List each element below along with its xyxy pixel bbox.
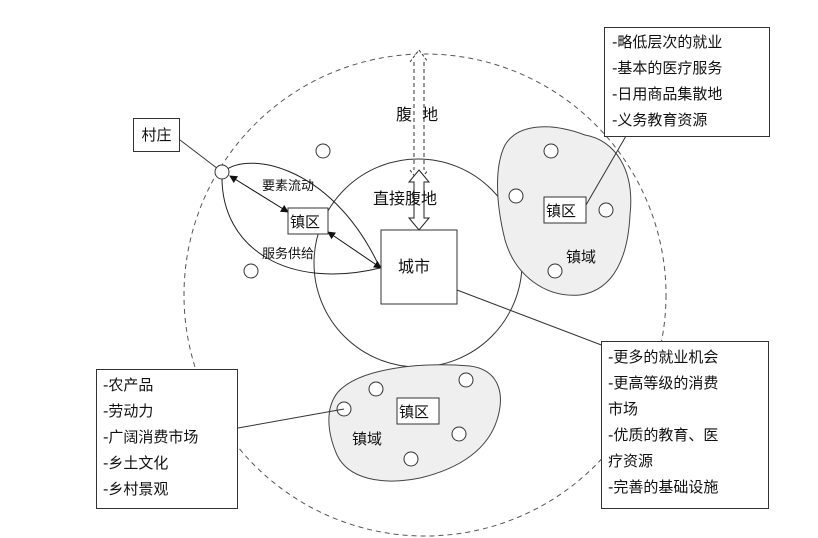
- settlement-point: [451, 426, 467, 442]
- city-function-item: -更多的就业机会: [608, 348, 719, 366]
- village-function-item: -乡土文化: [103, 454, 169, 472]
- city-label: 城市: [398, 257, 430, 276]
- town-center-bottom-label: 镇区: [399, 403, 429, 421]
- city-function-item: 市场: [608, 400, 639, 418]
- village-functions-callout: -农产品 -劳动力 -广阔消费市场 -乡土文化 -乡村景观: [96, 369, 238, 509]
- city-function-item: -完善的基础设施: [608, 478, 719, 496]
- village-connector: [179, 139, 223, 173]
- city-functions-callout: -更多的就业机会 -更高等级的消费 市场 -优质的教育、医 疗资源 -完善的基础…: [601, 341, 769, 509]
- flow-envelope-lower: [221, 173, 381, 275]
- village-function-item: -乡村景观: [103, 480, 169, 498]
- city-function-item: 疗资源: [608, 452, 654, 470]
- factor-flow-label: 要素流动: [262, 179, 314, 194]
- settlement-point: [315, 143, 331, 159]
- city-function-item: -优质的教育、医: [608, 426, 719, 444]
- settlement-point: [403, 451, 419, 467]
- village-functions-leader: [237, 408, 345, 429]
- settlement-point: [458, 372, 474, 388]
- settlement-point: [543, 143, 559, 159]
- town-center-right-box: [543, 196, 587, 224]
- town-function-item: -基本的医疗服务: [612, 59, 723, 77]
- town-function-item: -日用商品集散地: [612, 85, 723, 103]
- town-center-label: 镇区: [290, 213, 320, 231]
- hinterland-boundary: [183, 53, 667, 537]
- town-center-right-label: 镇区: [546, 202, 576, 220]
- town-domain-right-label: 镇域: [566, 248, 596, 266]
- town-function-item: -义务教育资源: [612, 111, 708, 129]
- settlement-point: [508, 188, 524, 204]
- settlement-point: [243, 263, 259, 279]
- hinterland-label: 腹 地: [396, 105, 438, 124]
- town-function-item: -略低层次的就业: [612, 33, 723, 51]
- service-supply-label: 服务供给: [262, 246, 314, 262]
- village-box: 村庄: [133, 118, 180, 152]
- village-function-item: -广阔消费市场: [103, 428, 199, 446]
- arrow-village-town: [229, 175, 289, 213]
- village-point: [214, 164, 230, 180]
- town-functions-callout: -略低层次的就业 -基本的医疗服务 -日用商品集散地 -义务教育资源: [604, 27, 770, 137]
- town-center-bottom-box: [396, 397, 440, 425]
- town-functions-leader: [585, 135, 627, 206]
- city-functions-leader: [456, 289, 605, 347]
- town-center-box: [287, 207, 329, 235]
- direct-hinterland-label: 直接腹地: [373, 189, 437, 208]
- village-function-item: -农产品: [103, 376, 154, 394]
- village-label: 村庄: [141, 126, 172, 144]
- town-domain-bottom-label: 镇域: [352, 430, 382, 448]
- settlement-point: [368, 381, 384, 397]
- city-box: [380, 229, 458, 305]
- arrow-town-city: [327, 231, 382, 269]
- city-function-item: -更高等级的消费: [608, 374, 719, 392]
- hinterland-arrow-head-top: [409, 49, 429, 63]
- settlement-point: [598, 202, 614, 218]
- settlement-point: [547, 263, 563, 279]
- village-function-item: -劳动力: [103, 402, 154, 420]
